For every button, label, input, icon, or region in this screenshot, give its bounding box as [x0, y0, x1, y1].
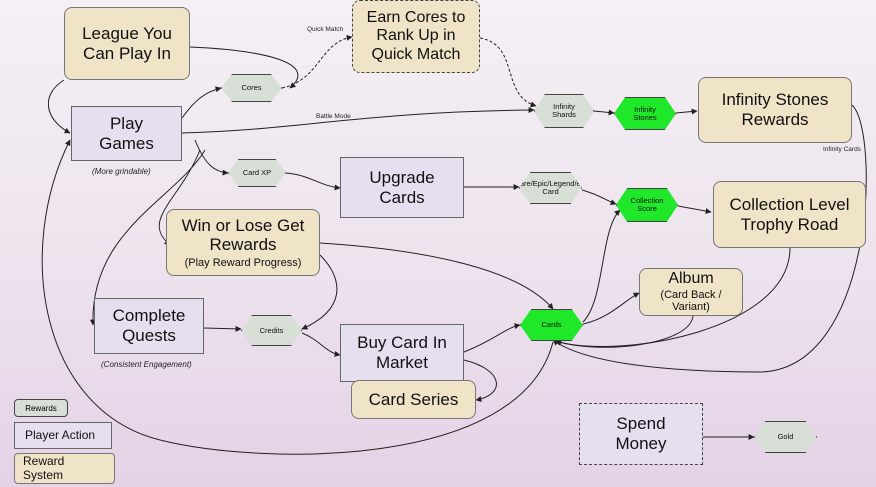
edge-stones-rewards [675, 108, 698, 115]
earn-cores-title: Earn Cores to Rank Up in Quick Match [366, 8, 466, 63]
edge-play-shards [181, 107, 535, 134]
cores-token: Cores [221, 74, 282, 102]
edge-credits-buy [301, 332, 341, 357]
league-title: League You Can Play In [82, 23, 172, 63]
infinity-stones-token: Infinity Stones [614, 97, 676, 130]
legend-player-action: Player Action [14, 422, 112, 449]
play-games-note: (More grindable) [92, 167, 151, 176]
card-series-box: Card Series [351, 380, 476, 419]
edge-winlose-credits [301, 254, 338, 330]
rare-card-token: Rare/Epic/Legend/etc Card [519, 172, 582, 204]
edge-league-cores [189, 46, 299, 89]
edge-level-cards [554, 247, 791, 347]
upgrade-cards-box: Upgrade Cards [340, 157, 464, 218]
edge-buy-series [463, 359, 497, 403]
edge-cards-album [582, 292, 640, 325]
battle-mode-label: Battle Mode [316, 113, 351, 120]
league-box: League You Can Play In [64, 7, 190, 80]
cards-token: Cards [520, 309, 583, 341]
win-lose-title: Win or Lose Get Rewards [181, 215, 305, 255]
edge-earn-shards [479, 37, 537, 108]
gold-token: Gold [754, 421, 817, 453]
infinity-rewards-title: Infinity Stones Rewards [721, 90, 829, 129]
edge-play-cardxp [194, 139, 229, 176]
legend-reward-system-label: Reward System [23, 453, 65, 482]
complete-quests-title: Complete Quests [112, 306, 186, 345]
edge-rewards-cards [552, 104, 867, 373]
edge-league-play [48, 79, 71, 134]
album-subtitle: (Card Back / Variant) [660, 288, 722, 314]
edge-score-level [677, 205, 712, 214]
edge-shards-stones [593, 109, 615, 116]
complete-quests-box: Complete Quests [94, 298, 204, 354]
collection-level-title: Collection Level Trophy Road [729, 194, 850, 234]
edge-cards-score [582, 209, 621, 323]
legend-player-action-label: Player Action [25, 427, 96, 442]
edge-play-winlose [158, 149, 201, 246]
spend-money-box: Spend Money [579, 403, 703, 465]
edge-play-quests [89, 149, 206, 326]
spend-money-title: Spend Money [615, 414, 667, 453]
upgrade-cards-title: Upgrade Cards [369, 167, 435, 207]
buy-card-title: Buy Card In Market [357, 333, 447, 372]
edge-cores-earn [281, 34, 353, 89]
edge-album-cards [555, 315, 694, 348]
win-lose-box: Win or Lose Get Rewards (Play Reward Pro… [166, 209, 320, 276]
collection-level-box: Collection Level Trophy Road [713, 181, 866, 248]
infinity-rewards-box: Infinity Stones Rewards [698, 77, 852, 143]
card-xp-token: Card XP [228, 159, 286, 187]
album-box: Album (Card Back / Variant) [639, 268, 743, 316]
edge-winlose-cards [319, 242, 554, 310]
legend-reward-system: Reward System [14, 453, 115, 484]
play-games-title: Play Games [99, 113, 154, 153]
legend-rewards: Rewards [14, 399, 68, 417]
edge-cards-play-loop [41, 139, 554, 455]
edge-rare-score [581, 189, 617, 205]
earn-cores-box: Earn Cores to Rank Up in Quick Match [352, 0, 480, 73]
infinity-shards-token: Infinity Shards [534, 94, 594, 128]
edge-play-cores [181, 86, 222, 119]
win-lose-subtitle: (Play Reward Progress) [184, 256, 302, 269]
card-series-title: Card Series [368, 389, 459, 409]
album-title: Album [668, 270, 714, 288]
collection-score-token: Collection Score [616, 188, 678, 222]
credits-token: Credits [241, 315, 302, 346]
infinity-cards-label: Infinity Cards [823, 146, 861, 153]
quick-match-label: Quick Match [307, 26, 344, 33]
play-games-box: Play Games [71, 106, 182, 161]
edge-quests-credits [203, 325, 242, 332]
edge-cardxp-upgrade [285, 172, 341, 191]
complete-quests-note: (Consistent Engagement) [101, 360, 192, 369]
buy-card-box: Buy Card In Market [340, 324, 464, 382]
edge-buy-cards [463, 323, 521, 353]
